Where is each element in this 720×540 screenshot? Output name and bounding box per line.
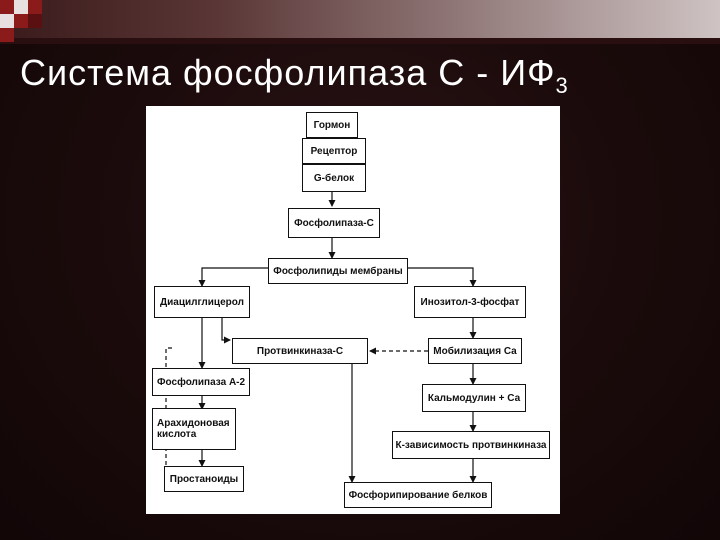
slide-title-main: Система фосфолипаза С - ИФ [20,52,556,93]
slide-title: Система фосфолипаза С - ИФ3 [20,52,710,100]
node-phospholipase-a2: Фосфолипаза А-2 [152,368,250,396]
corner-square-4 [0,14,14,28]
node-phospholipase-a2-label: Фосфолипаза А-2 [157,376,246,388]
node-prostanoids-label: Простаноиды [169,473,239,485]
node-membrane-phospholipids: Фосфолипиды мембраны [268,258,408,284]
node-ca-mobilization-label: Мобилизация Са [433,345,517,357]
corner-square-6 [0,28,14,42]
node-g-protein-label: G-белок [313,172,355,184]
arrow-dag-pkc [221,318,231,344]
corner-square-2 [14,0,28,14]
node-inositol-3-phosphate-label: Инозитол-3-фосфат [420,296,520,308]
node-protein-kinase-c-label: Протвинкиназа-С [256,345,344,357]
node-diacylglycerol-label: Диацилглицерол [160,296,244,308]
corner-square-3 [28,0,42,14]
top-decorative-band [0,0,720,38]
node-membrane-phospholipids-label: Фосфолипиды мембраны [273,265,403,277]
top-band-shadow [0,38,720,44]
node-arachidonic-acid-label: Арахидоновая кислота [157,418,230,440]
node-g-protein: G-белок [302,164,366,192]
node-ca-mobilization: Мобилизация Са [428,338,522,364]
node-protein-kinase-c: Протвинкиназа-С [232,338,368,364]
node-calmodulin-ca-label: Кальмодулин + Са [427,392,521,404]
corner-square-1 [0,0,14,14]
slide-title-subscript: 3 [555,73,569,98]
node-prostanoids: Простаноиды [164,466,244,492]
corner-square-7 [28,14,42,28]
arrow-membrane-ip3 [408,267,477,287]
node-hormone-label: Гормон [313,119,351,131]
node-receptor: Рецептор [302,138,366,164]
node-protein-phosphorylation-label: Фосфорипирование белков [348,489,488,501]
node-k-dependent-kinase-label: К-зависимость протвинкиназа [395,439,547,451]
node-inositol-3-phosphate: Инозитол-3-фосфат [414,286,526,318]
corner-square-5 [14,14,28,28]
node-arachidonic-acid: Арахидоновая кислота [152,408,236,450]
node-diacylglycerol: Диацилглицерол [154,286,250,318]
node-calmodulin-ca: Кальмодулин + Са [422,384,526,412]
arrow-membrane-dag [198,267,268,287]
node-phospholipase-c-label: Фосфолипаза-С [294,217,374,229]
node-k-dependent-kinase: К-зависимость протвинкиназа [392,431,550,459]
node-phospholipase-c: Фосфолипаза-С [288,208,380,238]
node-receptor-label: Рецептор [310,145,358,157]
node-protein-phosphorylation: Фосфорипирование белков [344,482,492,508]
node-hormone: Гормон [306,112,358,138]
